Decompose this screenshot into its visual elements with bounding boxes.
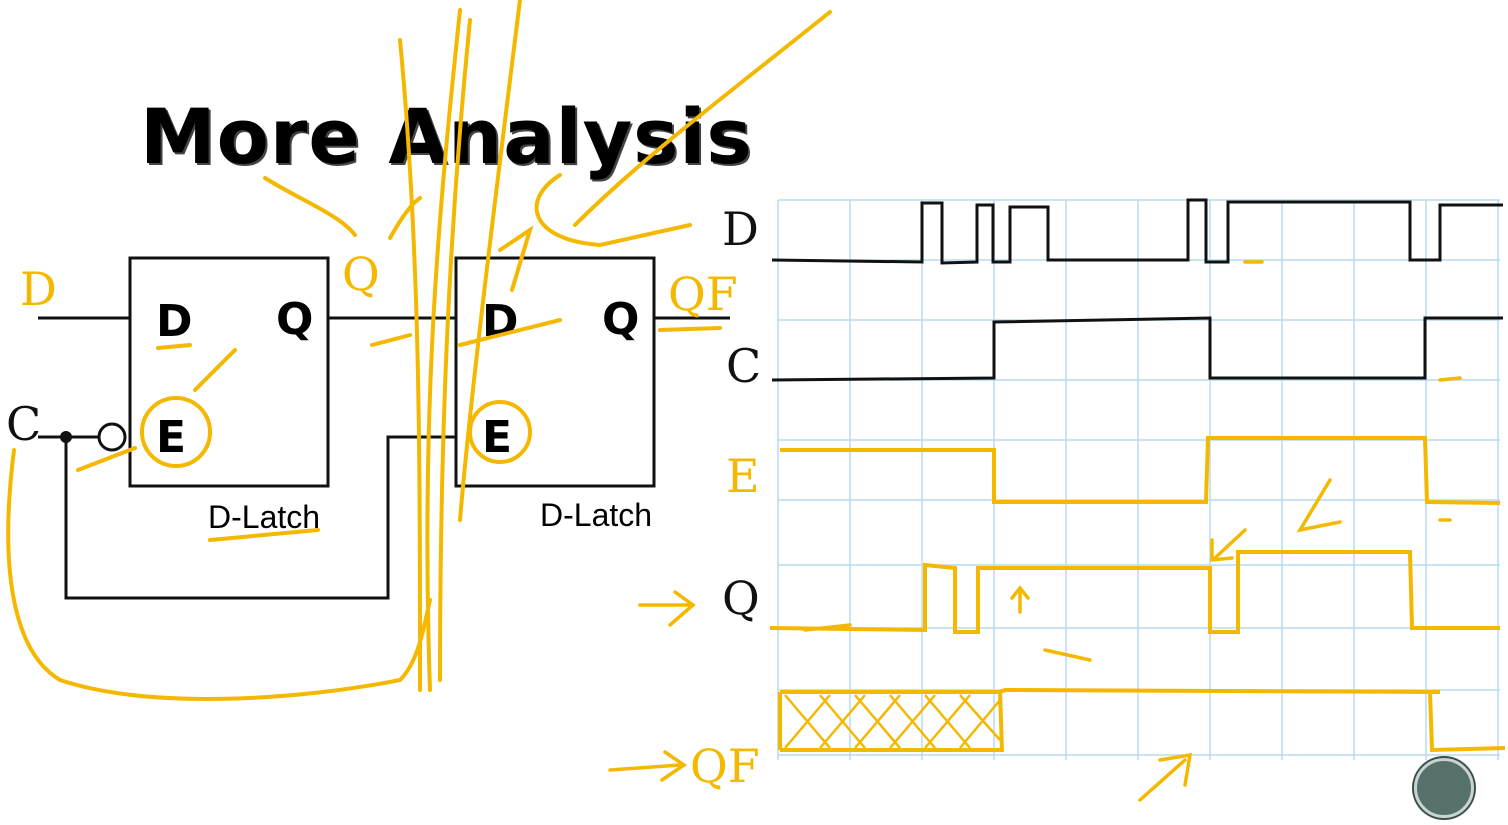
circuit-annotations [6, 0, 832, 701]
annotation-mid-q: Q [342, 247, 380, 301]
latch1-d-pin: D [156, 296, 193, 347]
timing-label-d: D [722, 202, 759, 256]
d-latch-1-box [128, 256, 330, 488]
slide-nav-button[interactable] [1414, 758, 1474, 818]
waveform-qf [778, 687, 1506, 753]
timing-grid [777, 199, 1500, 760]
latch1-q-pin: Q [276, 294, 313, 345]
waveform-q [769, 550, 1500, 634]
annotation-output-qf: QF [668, 267, 738, 321]
timing-annotations [608, 260, 1462, 802]
waveform-e [780, 436, 1501, 505]
timing-label-e: E [726, 449, 760, 503]
annotation-input-d: D [20, 262, 57, 316]
waveform-c [771, 316, 1503, 382]
timing-label-qf: QF [690, 739, 760, 793]
inverter-bubble [97, 422, 127, 452]
timing-label-c: C [726, 339, 761, 393]
latch2-e-pin: E [482, 412, 512, 463]
d-latch-2-box [454, 256, 656, 488]
junction-dot [60, 431, 72, 443]
waveform-d [771, 198, 1503, 265]
latch2-caption: D-Latch [540, 497, 652, 533]
circuit-wires [38, 316, 730, 600]
latch1-e-pin: E [156, 412, 186, 463]
timing-label-q: Q [722, 571, 760, 625]
latch1-caption: D-Latch [208, 499, 320, 535]
latch2-q-pin: Q [602, 294, 639, 345]
annotation-input-c: C [6, 397, 41, 451]
